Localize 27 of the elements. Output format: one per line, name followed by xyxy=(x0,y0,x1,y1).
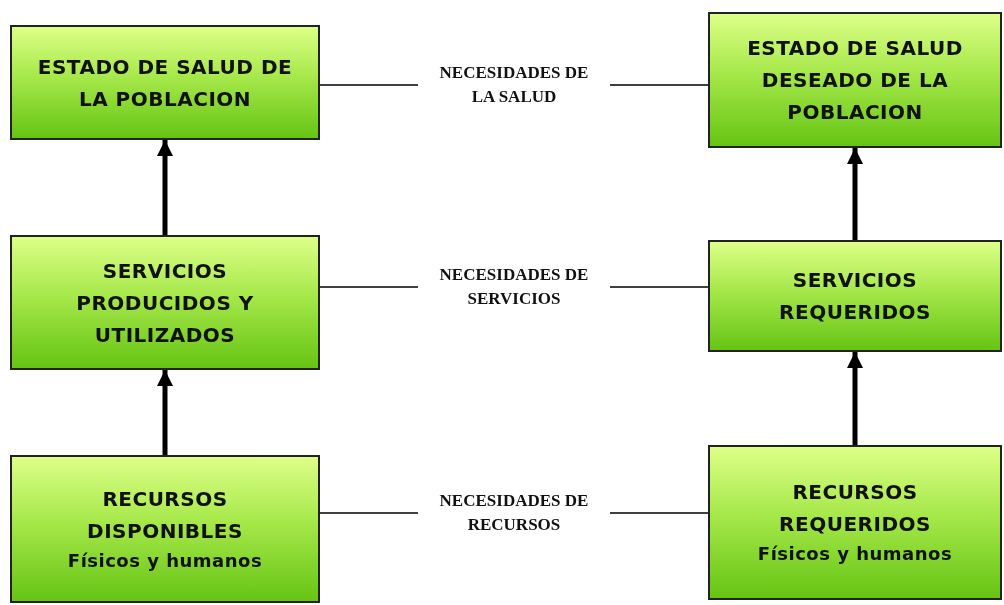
connector-line xyxy=(319,512,419,514)
box-title: SERVICIOS REQUERIDOS xyxy=(778,267,932,326)
box-subtitle: Físicos y humanos xyxy=(757,542,953,567)
box-title: SERVICIOS PRODUCIDOS Y UTILIZADOS xyxy=(75,257,255,349)
thick-arrow xyxy=(157,370,173,455)
connector-label: NECESIDADES DE LA SALUD xyxy=(438,62,590,108)
process-box xyxy=(10,455,320,603)
connector-line xyxy=(609,512,709,514)
thick-arrow xyxy=(157,140,173,235)
box-subtitle: Físicos y humanos xyxy=(67,548,263,573)
process-box xyxy=(708,240,1002,352)
connector-line xyxy=(319,286,419,288)
box-title: ESTADO DE SALUD DE LA POBLACION xyxy=(36,53,294,113)
connector-line xyxy=(609,286,709,288)
connector-line xyxy=(319,84,419,86)
process-box xyxy=(10,25,320,140)
box-title: RECURSOS DISPONIBLES xyxy=(86,485,244,545)
connector-label: NECESIDADES DE SERVICIOS xyxy=(438,264,590,310)
thick-arrow xyxy=(847,148,863,240)
process-box xyxy=(708,445,1002,600)
connector-line xyxy=(609,84,709,86)
thick-arrow xyxy=(847,352,863,445)
connector-label: NECESIDADES DE RECURSOS xyxy=(438,490,590,536)
process-box xyxy=(708,12,1002,148)
box-title: RECURSOS REQUERIDOS xyxy=(778,479,932,539)
process-box xyxy=(10,235,320,370)
box-title: ESTADO DE SALUD DESEADO DE LA POBLACION xyxy=(746,35,964,126)
